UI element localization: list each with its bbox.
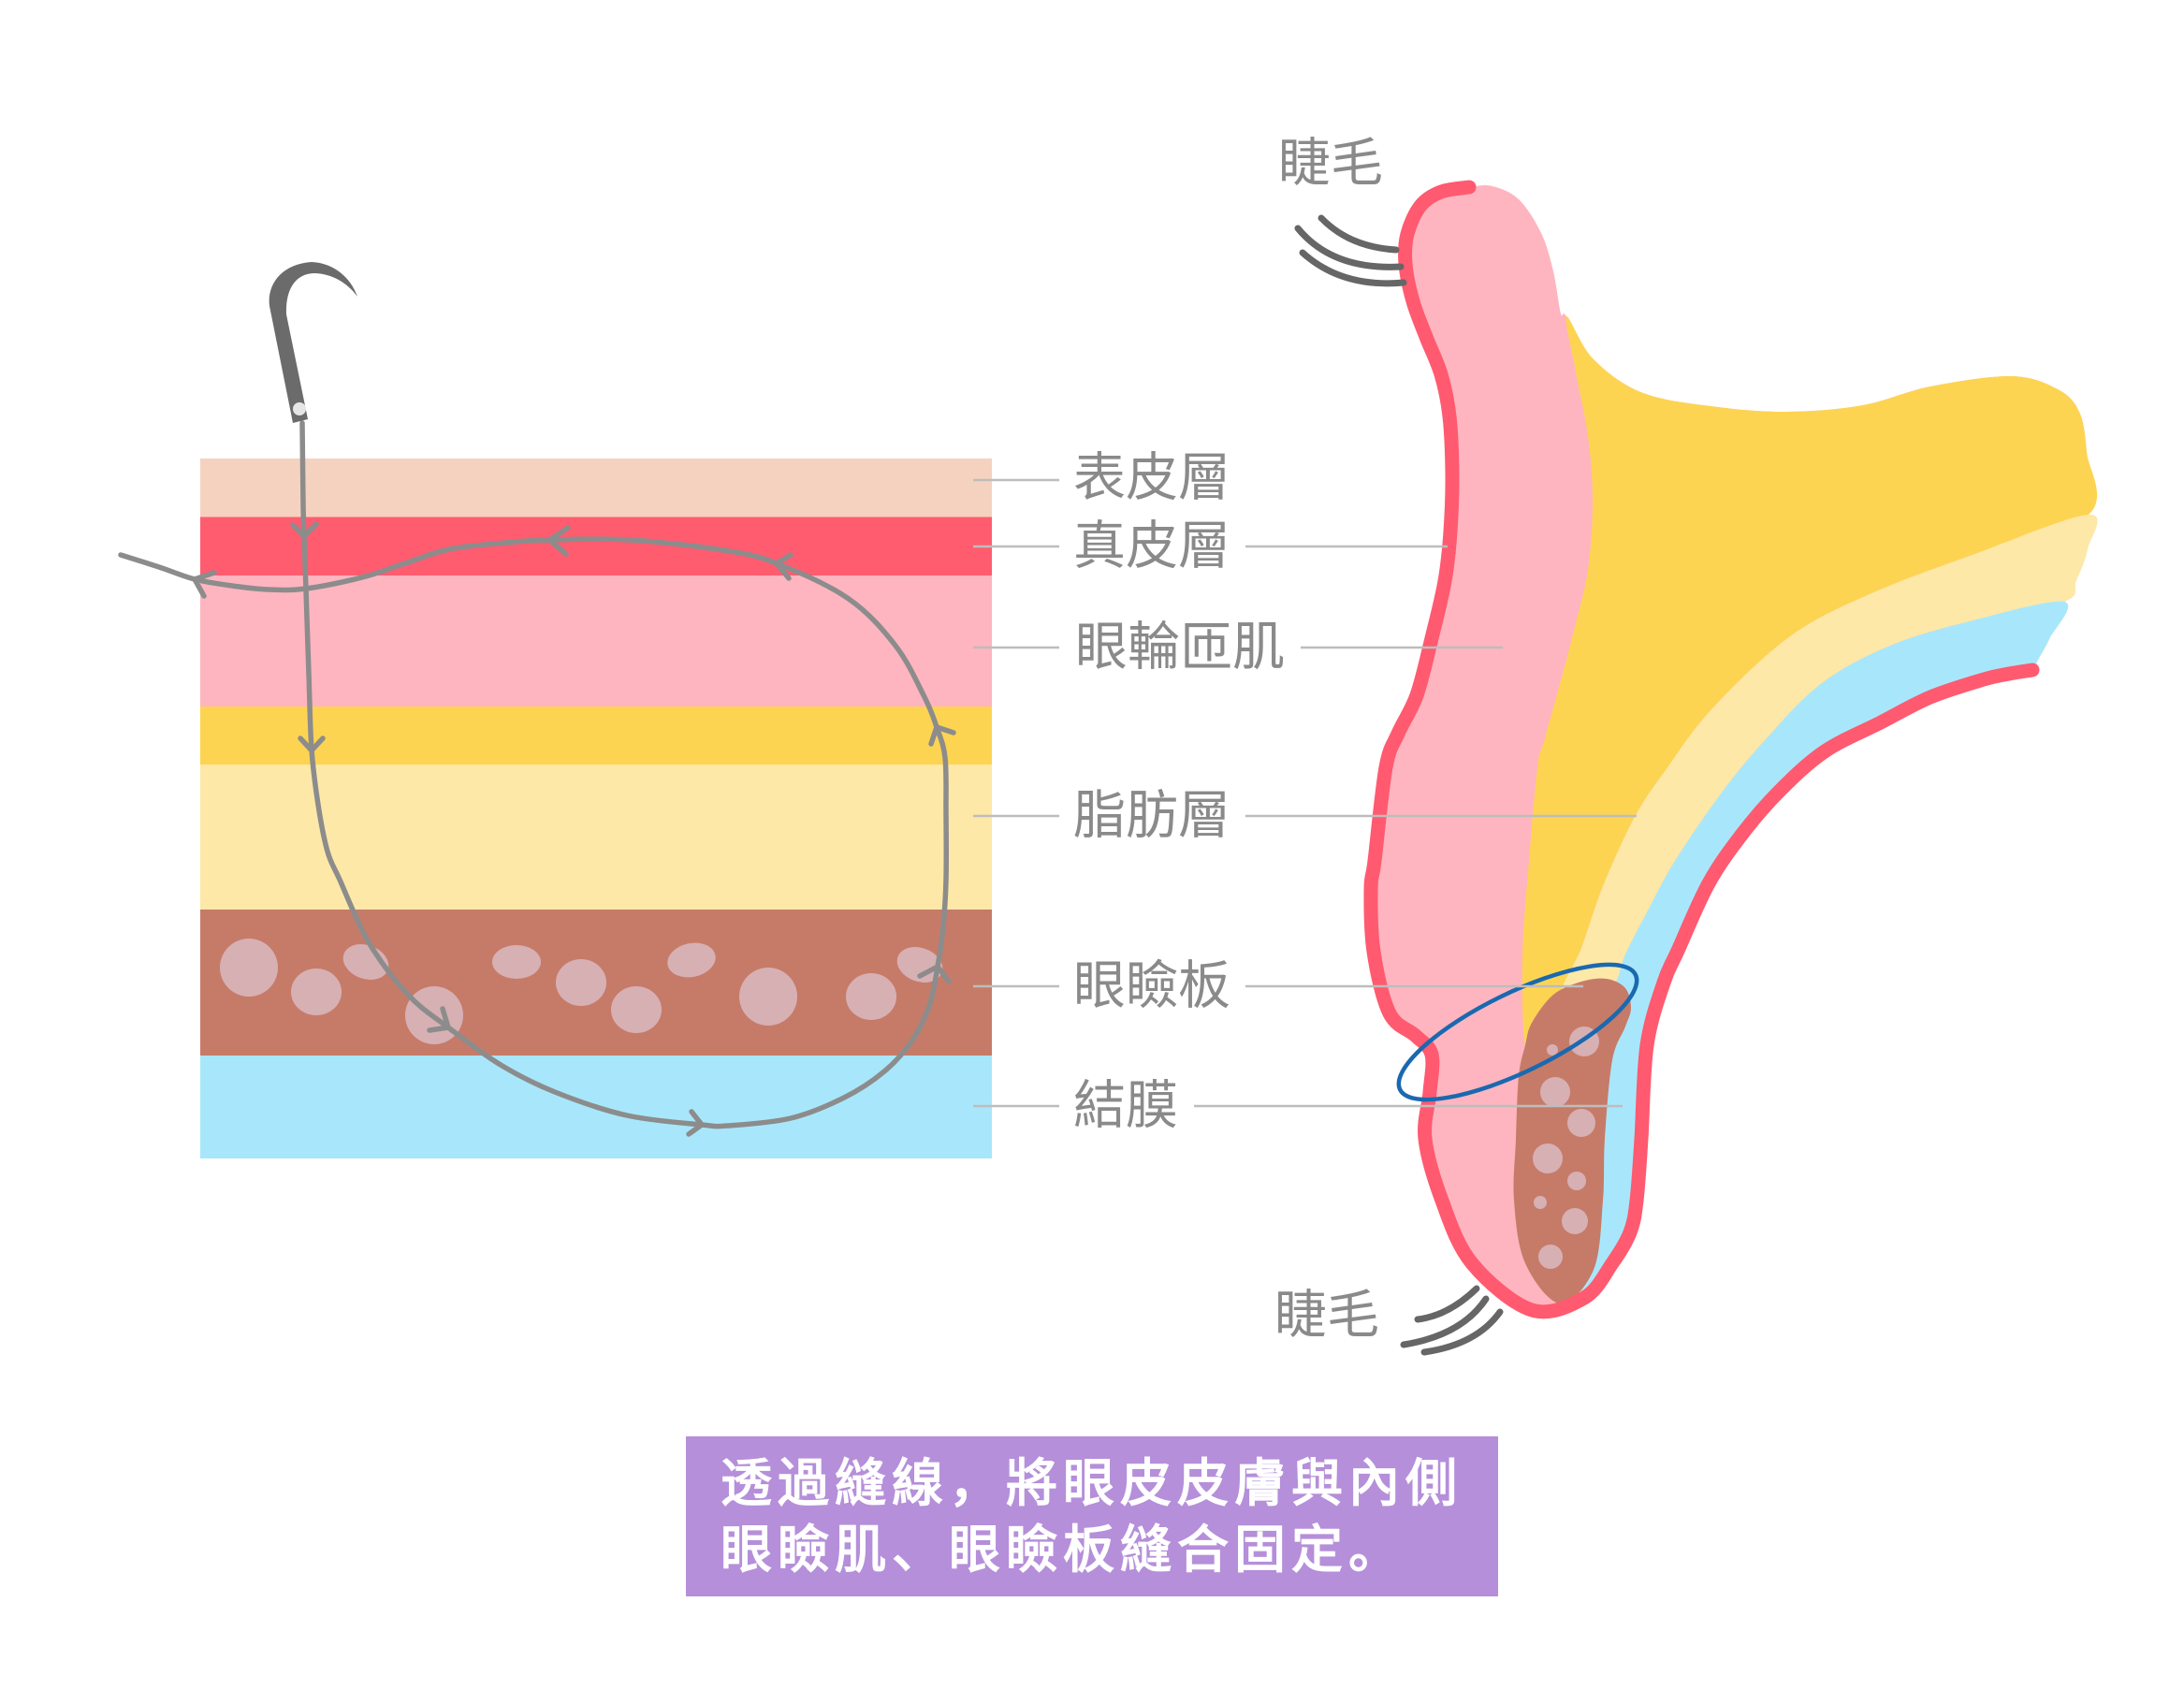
lower-eyelashes-icon: [1400, 1285, 1504, 1356]
arrow-down-right-icon: [427, 1006, 451, 1033]
label-orbicularis: 眼輪匝肌: [1075, 618, 1285, 678]
gland-spot: [291, 969, 342, 1015]
gland-spot: [611, 986, 662, 1033]
eyelid-skin-outline: [1363, 180, 2040, 1319]
arrow-down-icon: [290, 521, 319, 539]
label-epidermis: 表皮層: [1073, 448, 1230, 509]
arrow-up-icon: [928, 724, 956, 747]
eyelid-fat-region: [1522, 315, 2098, 1052]
eyelid-tarsus-spots: [1533, 1027, 1599, 1269]
arrow-left-icon: [546, 525, 571, 557]
label-fat: 脂肪層: [1073, 786, 1230, 847]
needle-eye: [293, 402, 306, 415]
gland-spot: [846, 973, 896, 1020]
needle-body: [269, 262, 357, 423]
gland-spot: [1567, 1109, 1595, 1137]
label-conjunctiva: 結膜: [1073, 1076, 1178, 1137]
gland-spot: [1547, 1044, 1558, 1056]
gland-spot: [1567, 1172, 1586, 1190]
gland-spot: [1562, 1208, 1588, 1234]
layer-fat-dark: [200, 706, 992, 765]
eyelid-fat-light-region: [1561, 514, 2098, 1030]
eyelash: [1414, 1285, 1480, 1323]
gland-spot: [739, 968, 797, 1026]
layer-fat-light: [200, 765, 992, 910]
arrow-down-icon: [298, 735, 326, 753]
suture-site-highlight-ellipse: [1396, 962, 1639, 1102]
eyelid-cross-section: [1294, 180, 2098, 1356]
gland-spot: [1538, 1245, 1563, 1269]
eyelash: [1420, 1308, 1504, 1356]
gland-spot: [1533, 1143, 1563, 1173]
label-dermis: 真皮層: [1073, 517, 1230, 577]
eyelash: [1400, 1295, 1490, 1348]
label-eyelash-top: 睫毛: [1278, 134, 1383, 195]
gland-spot: [896, 947, 943, 983]
layer-labels: 表皮層 真皮層 眼輪匝肌 脂肪層 眼瞼板 結膜 睫毛 睫毛: [1073, 134, 1383, 1347]
eyelid-tarsus-region: [1513, 978, 1631, 1304]
upper-eyelashes-icon: [1294, 214, 1407, 287]
layer-epidermis: [200, 459, 992, 517]
arrow-left-icon: [192, 570, 217, 599]
eyelash: [1294, 225, 1405, 270]
leader-lines: [973, 478, 1637, 1108]
gland-spot: [1534, 1196, 1547, 1209]
arrow-left-icon: [774, 552, 794, 581]
eyelash: [1318, 214, 1400, 254]
layer-dermis: [200, 517, 992, 576]
gland-spot: [1540, 1077, 1570, 1107]
arrow-up-icon: [917, 964, 952, 984]
eyelash: [1299, 249, 1407, 287]
layer-orbicularis: [200, 575, 992, 707]
gland-spot: [492, 945, 541, 979]
arrow-right-icon: [686, 1109, 705, 1137]
label-tarsus: 眼瞼板: [1073, 956, 1230, 1017]
caption-box: 透過縫線，將眼皮皮膚與內側 眼瞼肌、眼瞼板縫合固定。: [686, 1436, 1498, 1596]
gland-spot: [220, 939, 278, 997]
skin-layer-block: [200, 459, 992, 1158]
gland-spot: [667, 942, 716, 978]
suture-needle-icon: [269, 262, 357, 423]
suture-thread-path: [118, 420, 950, 1129]
gland-spot: [556, 959, 606, 1006]
suture-thread: [118, 420, 956, 1137]
caption-line-1: 透過縫線，將眼皮皮膚與內側: [721, 1453, 1463, 1513]
caption-line-2: 眼瞼肌、眼瞼板縫合固定。: [721, 1520, 1406, 1580]
label-eyelash-bottom: 睫毛: [1274, 1286, 1379, 1347]
